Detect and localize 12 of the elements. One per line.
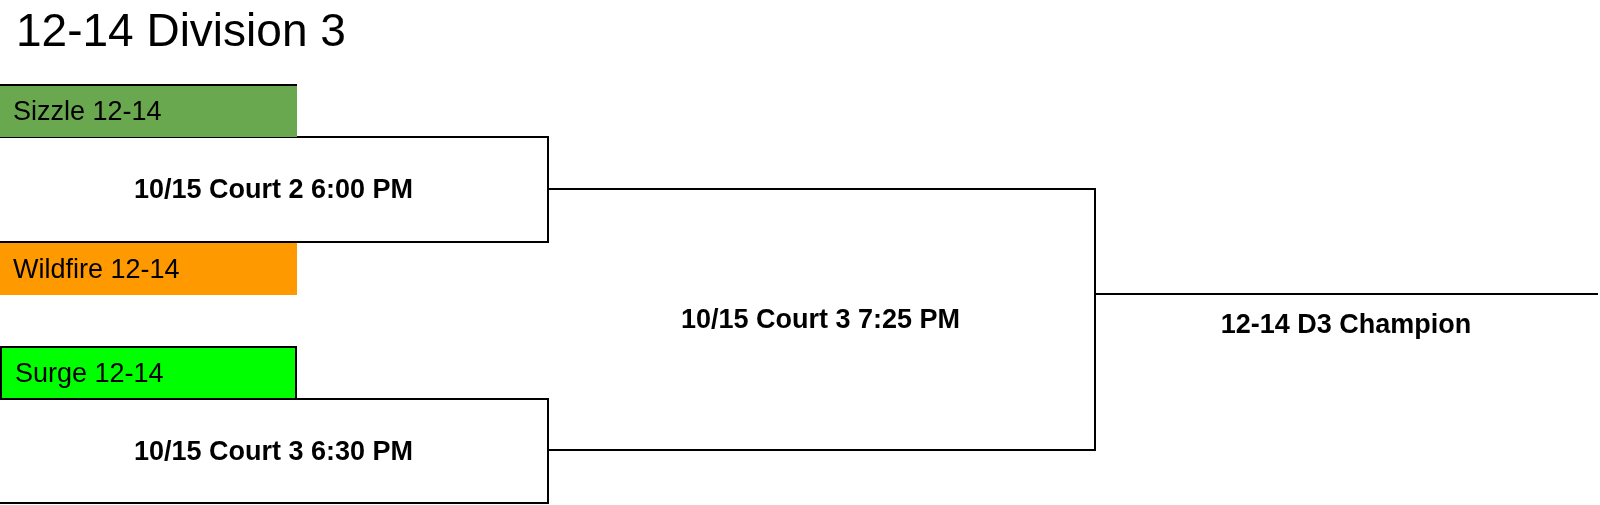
team-name: Surge 12-14 — [15, 357, 164, 389]
team-slot — [0, 346, 297, 400]
match-bracket — [547, 188, 1096, 451]
match-schedule: 10/15 Court 3 7:25 PM — [680, 304, 961, 335]
team-slot — [0, 243, 297, 295]
bracket-title: 12-14 Division 3 — [16, 4, 346, 56]
team-name: Sizzle 12-14 — [13, 96, 162, 127]
champion-label: 12-14 D3 Champion — [1220, 308, 1472, 340]
match-schedule: 10/15 Court 2 6:00 PM — [133, 174, 414, 205]
team-slot — [0, 84, 297, 137]
team-name: Wildfire 12-14 — [13, 253, 180, 285]
match-schedule: 10/15 Court 3 6:30 PM — [133, 435, 414, 467]
